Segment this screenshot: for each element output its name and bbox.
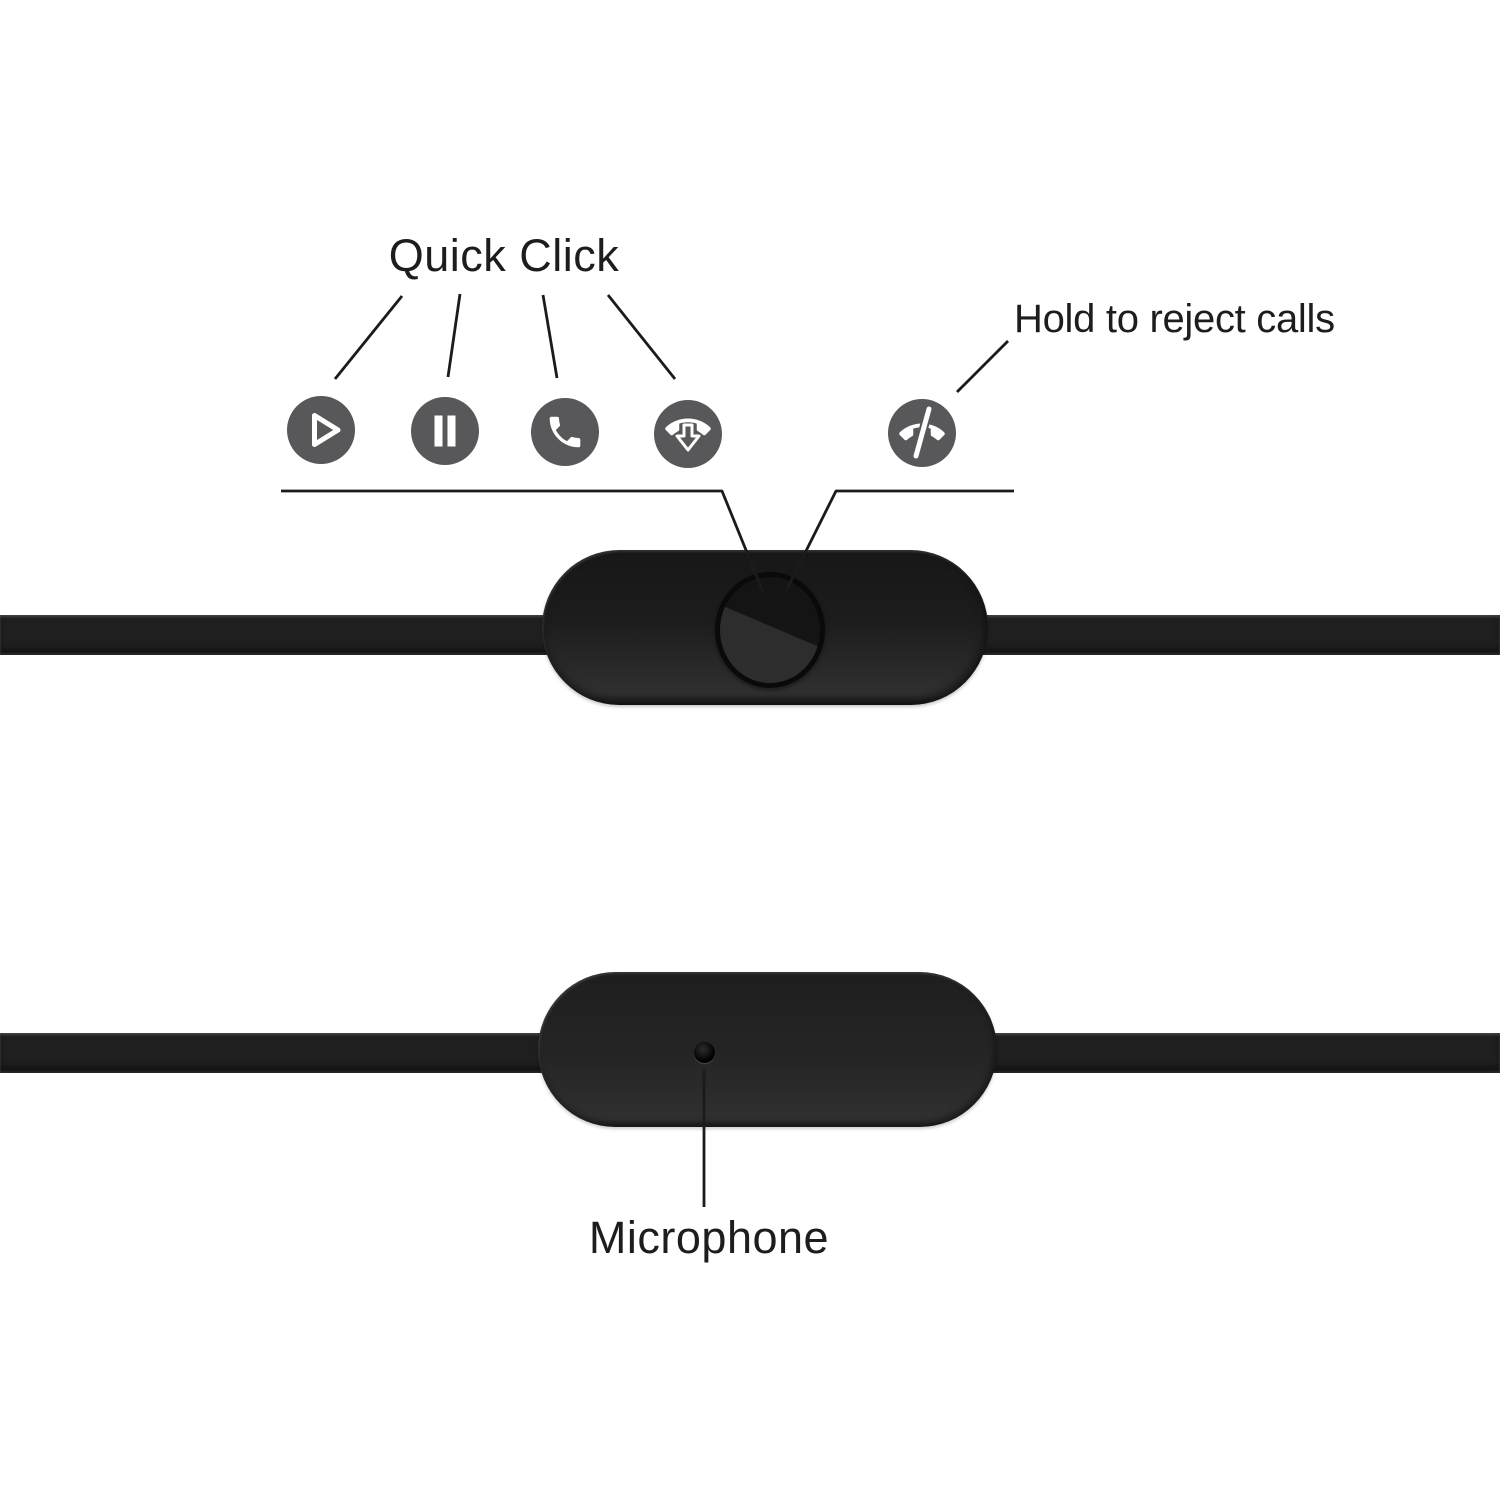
inline-remote-back-body bbox=[538, 972, 997, 1127]
remote-multifunction-button bbox=[715, 572, 825, 688]
play-icon bbox=[287, 396, 355, 464]
cable-top-left bbox=[0, 615, 552, 655]
cable-bottom-left bbox=[0, 1033, 548, 1073]
hold-to-reject-calls-label: Hold to reject calls bbox=[1014, 297, 1335, 341]
leader-line-hold-to-reject bbox=[956, 340, 1009, 393]
reject-call-icon bbox=[888, 399, 956, 467]
answer-call-icon bbox=[531, 398, 599, 466]
end-call-icon bbox=[654, 400, 722, 468]
leader-line-end-call bbox=[606, 294, 677, 380]
pause-icon bbox=[411, 397, 479, 465]
leader-line-play bbox=[333, 295, 404, 380]
cable-top-right bbox=[975, 615, 1500, 655]
microphone-label: Microphone bbox=[588, 1212, 830, 1263]
leader-line-answer-call bbox=[541, 294, 559, 379]
leader-line-pause bbox=[446, 293, 462, 378]
cable-bottom-right bbox=[988, 1033, 1500, 1073]
microphone-hole bbox=[694, 1042, 715, 1063]
quick-click-label: Quick Click bbox=[388, 230, 620, 281]
